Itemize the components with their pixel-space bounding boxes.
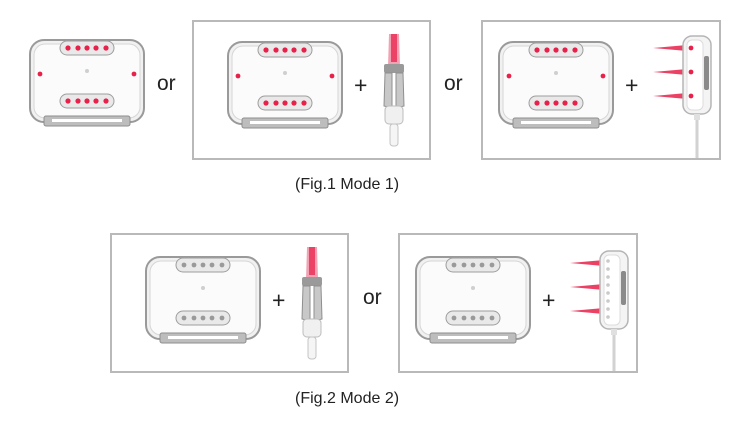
- fig2-or-separator-1: or: [363, 286, 382, 309]
- fig1-caption: (Fig.1 Mode 1): [295, 176, 400, 193]
- fig1-standalone-device: [26, 38, 148, 130]
- laser-device-main-unit-icon: [498, 41, 614, 129]
- laser-comb-probe-icon: [383, 34, 405, 147]
- fig1-plus-sign-2: +: [625, 72, 639, 98]
- fig1-panel-device-plus-pad: +: [481, 20, 721, 160]
- fig2-plus-sign-2: +: [542, 287, 556, 313]
- fig1-or-separator-1: or: [157, 72, 176, 95]
- fig1-or-separator-2: or: [444, 72, 463, 95]
- laser-device-main-unit-icon: [415, 256, 531, 344]
- laser-device-main-unit-icon: [227, 41, 343, 129]
- laser-comb-probe-icon: [301, 247, 323, 360]
- laser-pad-applicator-icon: [653, 35, 712, 158]
- fig2-panel-device-plus-pad: +: [398, 233, 638, 373]
- laser-device-main-unit-icon: [145, 256, 261, 344]
- laser-pad-applicator-icon: [570, 250, 629, 371]
- fig1-panel-device-plus-comb: +: [192, 20, 431, 160]
- fig2-caption: (Fig.2 Mode 2): [295, 390, 400, 407]
- fig2-plus-sign-1: +: [272, 287, 286, 313]
- laser-device-main-unit-icon: [29, 39, 145, 127]
- fig2-panel-device-plus-comb: +: [110, 233, 349, 373]
- fig1-plus-sign-1: +: [354, 72, 368, 98]
